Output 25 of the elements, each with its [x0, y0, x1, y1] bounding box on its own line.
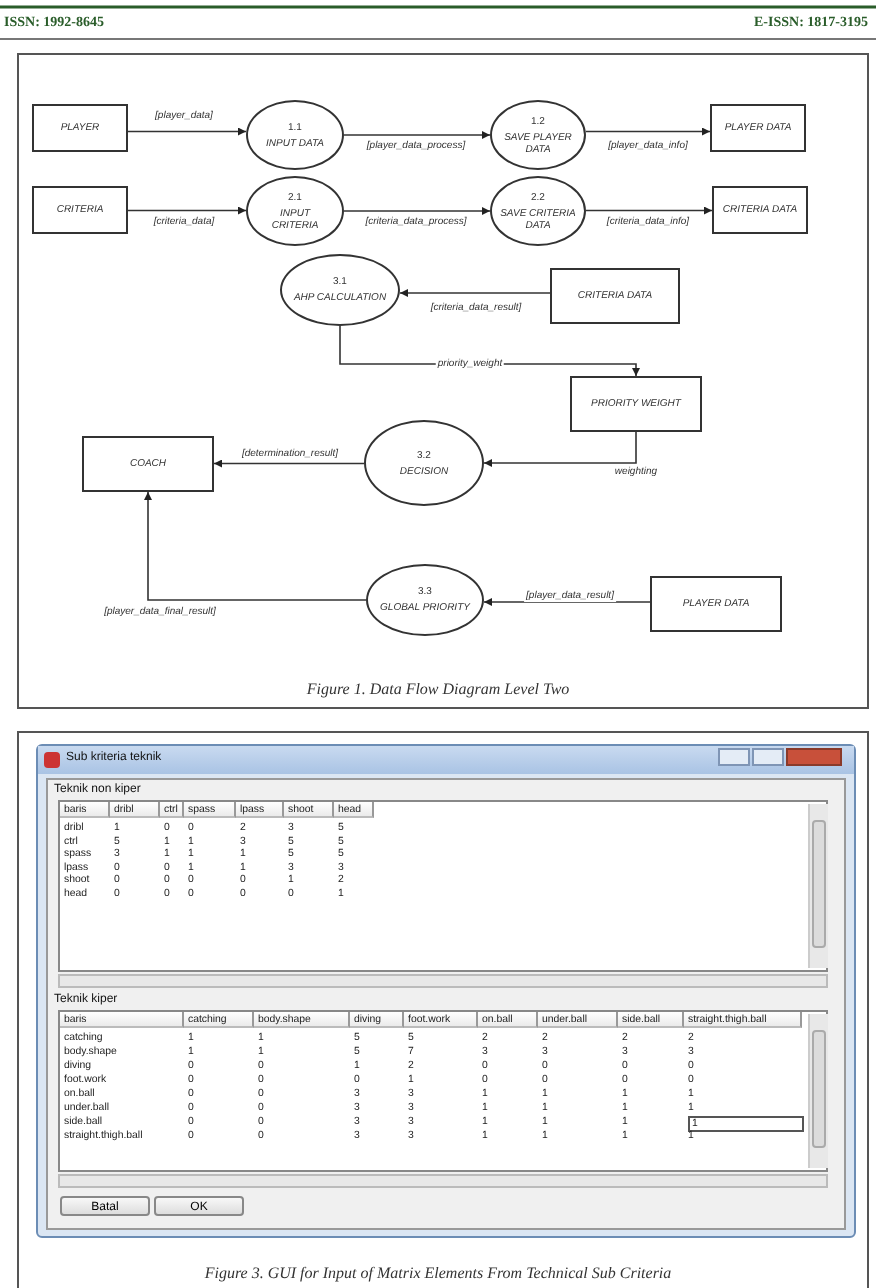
entity-box [550, 268, 680, 324]
arrow [343, 131, 491, 139]
entity-box [82, 436, 214, 492]
process-circle [246, 100, 344, 170]
figure-caption: Figure 3. GUI for Input of Matrix Elements From Technical Sub Criteria [204, 1264, 672, 1282]
entity-box [570, 376, 702, 432]
figure-caption: Figure 1. Data Flow Diagram Level Two [306, 680, 570, 698]
process-circle [490, 100, 586, 170]
entity-box [712, 186, 808, 234]
arrow [483, 598, 651, 606]
arrow [343, 207, 491, 215]
arrow [399, 289, 551, 297]
arrow [585, 206, 713, 215]
arrow [213, 459, 365, 468]
arrow [127, 206, 247, 215]
arrow [483, 431, 637, 467]
arrow [144, 491, 367, 601]
process-circle [246, 176, 344, 246]
entity-box [32, 104, 128, 152]
entity-box [32, 186, 128, 234]
arrow [127, 127, 247, 136]
entity-box [710, 104, 806, 152]
arrow [585, 127, 711, 136]
process-circle [490, 176, 586, 246]
entity-box [650, 576, 782, 632]
